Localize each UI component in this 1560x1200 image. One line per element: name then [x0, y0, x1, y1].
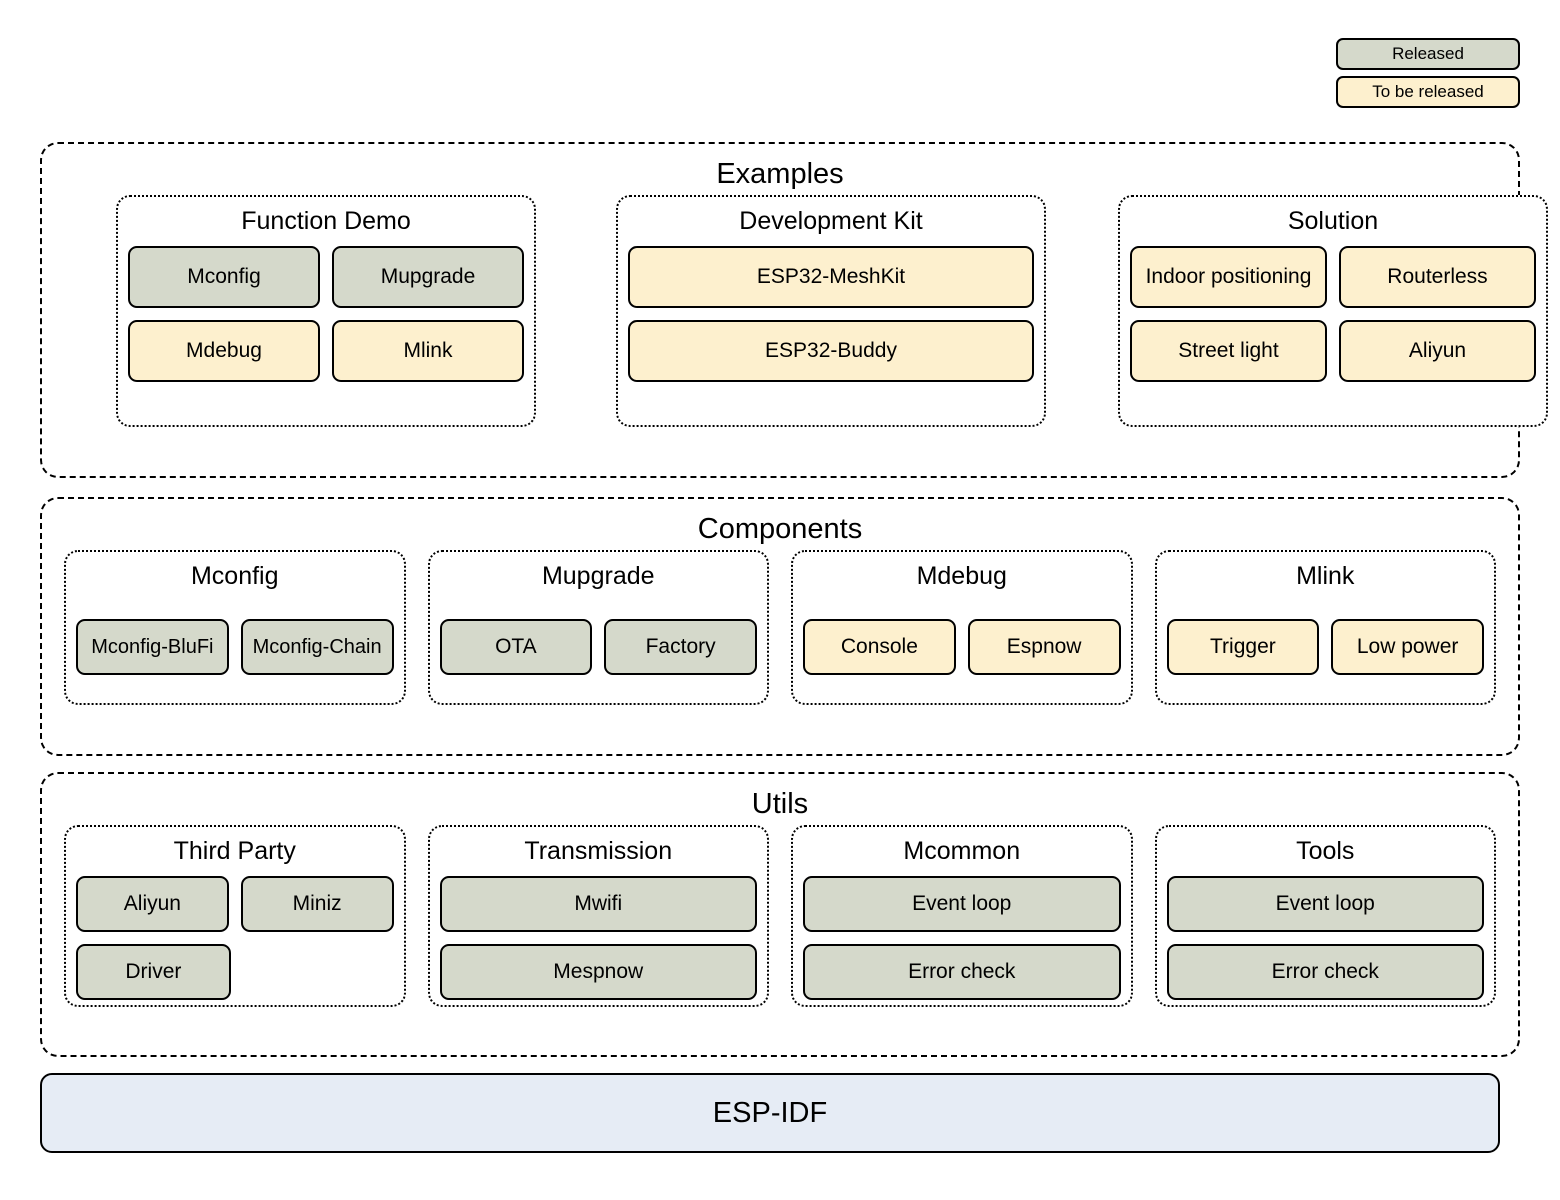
chip-row: ESP32-MeshKit	[628, 245, 1034, 308]
chip-row: Event loop	[803, 875, 1121, 932]
group-grid-transmission: Mwifi Mespnow	[439, 875, 757, 1000]
chip-aliyun[interactable]: Aliyun	[76, 875, 229, 932]
group-grid-solution: Indoor positioning Routerless Street lig…	[1130, 245, 1536, 382]
group-grid-mdebug: Console Espnow	[803, 619, 1121, 675]
group-mupgrade: Mupgrade OTA Factory	[427, 550, 769, 705]
legend: Released To be released	[1336, 38, 1520, 108]
chip-row: ESP32-Buddy	[628, 319, 1034, 382]
group-title-mupgrade: Mupgrade	[541, 562, 655, 590]
chip-row: Mespnow	[439, 943, 757, 1000]
group-grid-mlink: Trigger Low power	[1166, 619, 1484, 675]
chip-mupgrade[interactable]: Mupgrade	[332, 245, 524, 308]
layer-title-utils: Utils	[751, 788, 809, 820]
chip-miniz[interactable]: Miniz	[240, 875, 394, 932]
group-third-party: Third Party Aliyun Miniz Driver	[64, 825, 406, 1007]
group-mdebug: Mdebug Console Espnow	[791, 550, 1133, 705]
chip-row: Driver	[76, 943, 394, 1000]
chip-mdebug[interactable]: Mdebug	[128, 319, 320, 382]
chip-row: Mwifi	[439, 875, 757, 932]
chip-row: Error check	[1166, 943, 1484, 1000]
group-development-kit: Development Kit ESP32-MeshKit ESP32-Budd…	[616, 195, 1046, 427]
legend-item-released: Released	[1336, 38, 1520, 70]
chip-low-power[interactable]: Low power	[1331, 619, 1484, 675]
chip-event-loop[interactable]: Event loop	[803, 875, 1121, 932]
group-solution: Solution Indoor positioning Routerless S…	[1118, 195, 1548, 427]
layer-components: Components Mconfig Mconfig-BluFi Mconfig…	[40, 497, 1520, 756]
chip-espnow[interactable]: Espnow	[967, 619, 1121, 675]
chip-row: Aliyun Miniz	[76, 875, 394, 932]
group-title-solution: Solution	[1287, 207, 1379, 235]
chip-row: Indoor positioning Routerless	[1130, 245, 1536, 308]
chip-console[interactable]: Console	[803, 619, 956, 675]
legend-label-to-be-released: To be released	[1372, 82, 1484, 101]
group-title-mconfig: Mconfig	[190, 562, 279, 590]
chip-row: Mdebug Mlink	[128, 319, 524, 382]
chip-mconfig[interactable]: Mconfig	[128, 245, 320, 308]
chip-routerless[interactable]: Routerless	[1339, 245, 1536, 308]
layer-utils: Utils Third Party Aliyun Miniz Driver Tr…	[40, 772, 1520, 1057]
group-grid-mcommon: Event loop Error check	[803, 875, 1121, 1000]
legend-label-released: Released	[1392, 44, 1464, 63]
chip-error-check[interactable]: Error check	[1166, 943, 1484, 1000]
chip-indoor-positioning[interactable]: Indoor positioning	[1130, 245, 1327, 308]
chip-mwifi[interactable]: Mwifi	[439, 875, 757, 932]
group-grid-third-party: Aliyun Miniz Driver	[76, 875, 394, 1000]
chip-mlink[interactable]: Mlink	[332, 319, 524, 382]
layer-title-components: Components	[697, 513, 863, 545]
layer-examples: Examples Function Demo Mconfig Mupgrade …	[40, 142, 1548, 478]
chip-row: Console Espnow	[803, 619, 1121, 675]
chip-esp32-buddy[interactable]: ESP32-Buddy	[628, 319, 1034, 382]
group-function-demo: Function Demo Mconfig Mupgrade Mdebug Ml…	[116, 195, 536, 427]
group-grid-tools: Event loop Error check	[1166, 875, 1484, 1000]
layer-title-examples: Examples	[716, 158, 844, 190]
chip-empty-slot	[243, 944, 394, 1000]
group-title-function-demo: Function Demo	[241, 207, 411, 235]
group-mconfig: Mconfig Mconfig-BluFi Mconfig-Chain	[64, 550, 406, 705]
chip-trigger[interactable]: Trigger	[1166, 619, 1320, 675]
group-title-transmission: Transmission	[524, 837, 673, 865]
group-grid-development-kit: ESP32-MeshKit ESP32-Buddy	[628, 245, 1034, 382]
group-transmission: Transmission Mwifi Mespnow	[427, 825, 769, 1007]
group-title-mlink: Mlink	[1296, 562, 1355, 590]
layer-groups-utils: Third Party Aliyun Miniz Driver Transmis…	[42, 825, 1518, 1027]
group-grid-mupgrade: OTA Factory	[439, 619, 757, 675]
group-grid-mconfig: Mconfig-BluFi Mconfig-Chain	[76, 619, 394, 675]
chip-row: Trigger Low power	[1166, 619, 1484, 675]
group-mlink: Mlink Trigger Low power	[1154, 550, 1496, 705]
chip-row: Mconfig Mupgrade	[128, 245, 524, 308]
group-title-tools: Tools	[1296, 837, 1355, 865]
chip-street-light[interactable]: Street light	[1130, 319, 1327, 382]
base-layer-label: ESP-IDF	[712, 1096, 828, 1129]
group-grid-function-demo: Mconfig Mupgrade Mdebug Mlink	[128, 245, 524, 382]
chip-ota[interactable]: OTA	[439, 619, 593, 675]
layer-groups-examples: Function Demo Mconfig Mupgrade Mdebug Ml…	[42, 195, 1548, 447]
legend-item-to-be-released: To be released	[1336, 76, 1520, 108]
group-tools: Tools Event loop Error check	[1154, 825, 1496, 1007]
group-title-third-party: Third Party	[173, 837, 296, 865]
group-title-mdebug: Mdebug	[916, 562, 1007, 590]
chip-mconfig-blufi[interactable]: Mconfig-BluFi	[76, 619, 229, 675]
chip-mespnow[interactable]: Mespnow	[439, 943, 757, 1000]
chip-row: Street light Aliyun	[1130, 319, 1536, 382]
chip-row: OTA Factory	[439, 619, 757, 675]
layer-groups-components: Mconfig Mconfig-BluFi Mconfig-Chain Mupg…	[42, 550, 1518, 725]
chip-factory[interactable]: Factory	[604, 619, 757, 675]
group-mcommon: Mcommon Event loop Error check	[791, 825, 1133, 1007]
chip-row: Error check	[803, 943, 1121, 1000]
chip-mconfig-chain[interactable]: Mconfig-Chain	[240, 619, 394, 675]
chip-row: Mconfig-BluFi Mconfig-Chain	[76, 619, 394, 675]
group-title-development-kit: Development Kit	[739, 207, 923, 235]
base-layer-esp-idf: ESP-IDF	[40, 1073, 1500, 1153]
chip-esp32-meshkit[interactable]: ESP32-MeshKit	[628, 245, 1034, 308]
chip-aliyun[interactable]: Aliyun	[1339, 319, 1536, 382]
chip-event-loop[interactable]: Event loop	[1166, 875, 1484, 932]
group-title-mcommon: Mcommon	[903, 837, 1021, 865]
chip-driver[interactable]: Driver	[76, 943, 231, 1000]
chip-error-check[interactable]: Error check	[803, 943, 1121, 1000]
chip-row: Event loop	[1166, 875, 1484, 932]
